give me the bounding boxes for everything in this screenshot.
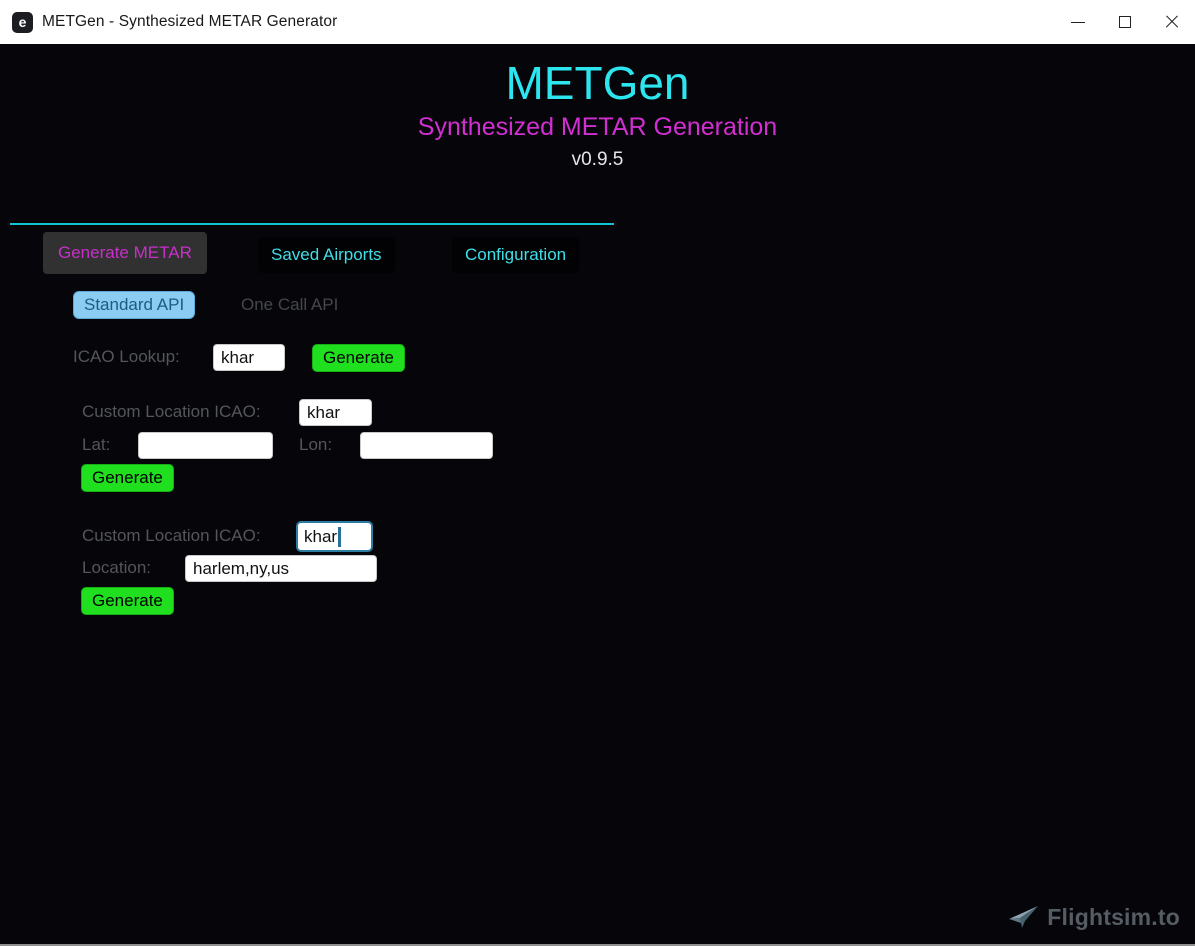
text-cursor xyxy=(338,526,341,547)
tab-generate-metar[interactable]: Generate METAR xyxy=(43,232,207,274)
icao-lookup-input[interactable] xyxy=(213,344,285,371)
tab-saved-airports[interactable]: Saved Airports xyxy=(258,237,395,273)
app-header: METGen Synthesized METAR Generation v0.9… xyxy=(0,44,1195,171)
custom-location-icao-label: Custom Location ICAO: xyxy=(82,526,261,545)
icao-lookup-label: ICAO Lookup: xyxy=(73,347,180,366)
custom-latlon-generate-button[interactable]: Generate xyxy=(81,464,174,492)
tab-standard-api[interactable]: Standard API xyxy=(73,291,196,319)
content-area: METGen Synthesized METAR Generation v0.9… xyxy=(0,44,1195,944)
paper-plane-icon xyxy=(1009,906,1039,928)
custom-latlon-icao-label: Custom Location ICAO: xyxy=(82,402,261,421)
window-title: METGen - Synthesized METAR Generator xyxy=(42,13,338,30)
tab-divider xyxy=(10,223,614,225)
custom-location-generate-button[interactable]: Generate xyxy=(81,587,174,615)
window-controls xyxy=(1054,0,1195,44)
custom-location-icao-input[interactable]: khar xyxy=(296,521,373,552)
watermark-text: Flightsim.to xyxy=(1047,904,1180,930)
maximize-button[interactable] xyxy=(1101,0,1148,44)
page-subtitle: Synthesized METAR Generation xyxy=(417,112,778,141)
titlebar: e METGen - Synthesized METAR Generator xyxy=(0,0,1195,44)
location-input[interactable] xyxy=(185,555,377,582)
maximize-icon xyxy=(1118,16,1131,28)
custom-location-icao-value: khar xyxy=(304,526,338,546)
page-title: METGen xyxy=(505,57,690,109)
app-icon: e xyxy=(12,11,33,33)
close-button[interactable] xyxy=(1148,0,1195,44)
lat-input[interactable] xyxy=(138,432,273,459)
close-icon xyxy=(1165,15,1179,29)
lon-label: Lon: xyxy=(299,435,333,454)
tab-configuration[interactable]: Configuration xyxy=(452,237,580,273)
minimize-button[interactable] xyxy=(1054,0,1101,44)
icao-lookup-generate-button[interactable]: Generate xyxy=(312,344,405,372)
tab-one-call-api[interactable]: One Call API xyxy=(241,295,339,314)
flightsim-watermark: Flightsim.to xyxy=(1008,904,1180,931)
lon-input[interactable] xyxy=(360,432,493,459)
minimize-icon xyxy=(1070,21,1085,23)
location-label: Location: xyxy=(82,558,151,577)
lat-label: Lat: xyxy=(82,435,111,454)
custom-latlon-icao-input[interactable] xyxy=(299,399,372,426)
version-label: v0.9.5 xyxy=(571,148,624,170)
